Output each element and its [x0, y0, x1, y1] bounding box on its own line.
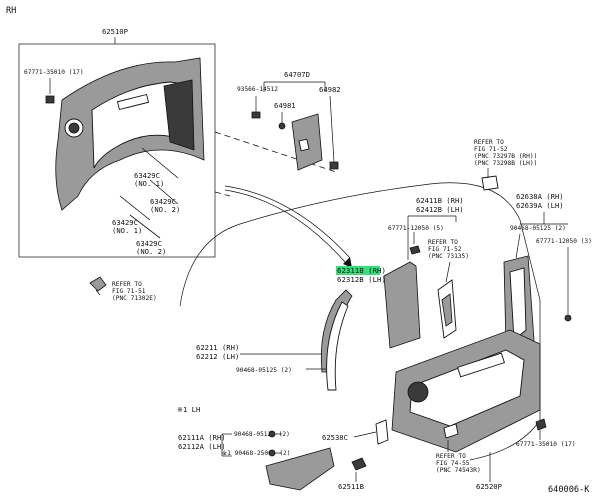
inset-pocket — [116, 93, 150, 111]
label-no2-b: (NO. 2) — [136, 247, 166, 256]
leader-dashed-2 — [214, 191, 231, 197]
inset-window-trim — [163, 79, 195, 151]
label-62111a: 62111A (RH) — [178, 433, 226, 442]
fastener-64981 — [278, 122, 286, 130]
clip-strip-2 — [149, 179, 179, 205]
scuff-plate-62111a — [265, 447, 335, 491]
refer-mid-3: (PNC 73135) — [428, 253, 469, 260]
inset-refer-1: REFER TO — [112, 281, 142, 288]
side-label: RH — [6, 6, 16, 16]
speaker-62520p — [407, 381, 429, 403]
label-no1-b: (NO. 1) — [112, 226, 142, 235]
label-90468-25003: ※1 90468-25003 (2) — [222, 450, 291, 457]
label-62639a: 62639A (LH) — [516, 201, 564, 210]
label-62311b: 62311B (RH) — [337, 266, 386, 275]
label-no1-a: (NO. 1) — [134, 179, 164, 188]
label-63429c-2a: 63429C — [150, 197, 176, 206]
label-62211: 62211 (RH) — [196, 343, 239, 352]
label-90468-05125-left: 90468-05125 (2) — [236, 367, 292, 374]
inset-refer-2: FIG 71-51 — [112, 288, 146, 295]
label-63429c-1a: 63429C — [134, 171, 160, 180]
refer-bot-2: FIG 74-55 — [436, 460, 470, 467]
inset-trim-inner — [91, 81, 185, 169]
clip-62538c — [375, 419, 389, 445]
inset-clip-label: 67771-35010 (17) — [24, 69, 84, 76]
label-62312b: 62312B (LH) — [337, 275, 386, 284]
label-62520p: 62520P — [476, 482, 502, 491]
label-62112a: 62112A (LH) — [178, 442, 226, 451]
inset-title: 62510P — [102, 27, 128, 36]
clip-part — [45, 95, 55, 104]
label-63429c-2b: 63429C — [136, 239, 162, 248]
label-62511b: 62511B — [338, 482, 364, 491]
clip-strip-4 — [129, 214, 161, 239]
figure-id: 640006-K — [548, 485, 590, 495]
quarter-panel-inner — [409, 349, 525, 427]
vehicle-outline — [179, 182, 541, 461]
cover-73297b — [481, 175, 499, 191]
weatherstrip-62311b — [326, 301, 349, 391]
highlight-62311b — [336, 266, 380, 275]
label-90468-05123: 90468-05123 (2) — [234, 431, 290, 438]
label-62411b: 62411B (RH) — [416, 196, 464, 205]
label-62412b: 62412B (LH) — [416, 205, 464, 214]
label-90468-05125-right: 90468-05125 (2) — [510, 225, 566, 232]
label-62638a: 62638A (RH) — [516, 192, 564, 201]
label-93566: 93566-14512 — [237, 86, 278, 93]
label-67771-12050-3: 67771-12050 (3) — [536, 238, 592, 245]
inset-box: 62510P 67771-35010 (17) 63429C (NO. 1) 6… — [18, 27, 216, 302]
label-63429c-1b: 63429C — [112, 218, 138, 227]
label-67771-12050-5: 67771-12050 (5) — [388, 225, 444, 232]
leader-dashed-1 — [214, 131, 337, 173]
label-64981: 64981 — [274, 101, 296, 110]
label-64707d: 64707D — [284, 70, 310, 79]
clip-strip-3 — [119, 195, 151, 221]
refer-bot-3: (PNC 74543R) — [436, 467, 481, 474]
fastener-64982 — [329, 161, 339, 170]
refer-top-4: (PNC 73298B (LH)) — [474, 160, 537, 167]
refer-top-3: (PNC 73297B (RH)) — [474, 153, 537, 160]
label-67771-35010-bottom: 67771-35010 (17) — [516, 441, 576, 448]
refer-mid-2: FIG 71-52 — [428, 246, 462, 253]
screw-right — [564, 314, 572, 322]
refer-mid-1: REFER TO — [428, 239, 458, 246]
cover-group: 64707D 93566-14512 64981 64982 — [237, 70, 341, 171]
part-62511b — [351, 457, 367, 471]
garnish-62411b — [383, 261, 421, 349]
screw-93566 — [251, 111, 261, 119]
arrow-head — [343, 257, 352, 268]
label-64982: 64982 — [319, 85, 341, 94]
cover-74543r — [443, 423, 459, 439]
inset-frame — [18, 43, 216, 258]
label-no2-a: (NO. 2) — [150, 205, 180, 214]
refer-top-2: FIG 71-52 — [474, 146, 508, 153]
note-lh: ※1 LH — [177, 405, 200, 414]
inset-refer-3: (PNC 71302E) — [112, 295, 157, 302]
pocket-62520p — [457, 352, 505, 378]
label-62212: 62212 (LH) — [196, 352, 239, 361]
arrow-curve — [224, 189, 346, 263]
refer-bot-1: REFER TO — [436, 453, 466, 460]
label-62538c: 62538C — [322, 433, 348, 442]
refer-top-1: REFER TO — [474, 139, 504, 146]
clip-strip-1 — [141, 147, 179, 179]
inset-clip-bottom — [89, 276, 107, 292]
clip-bottom — [535, 418, 547, 431]
